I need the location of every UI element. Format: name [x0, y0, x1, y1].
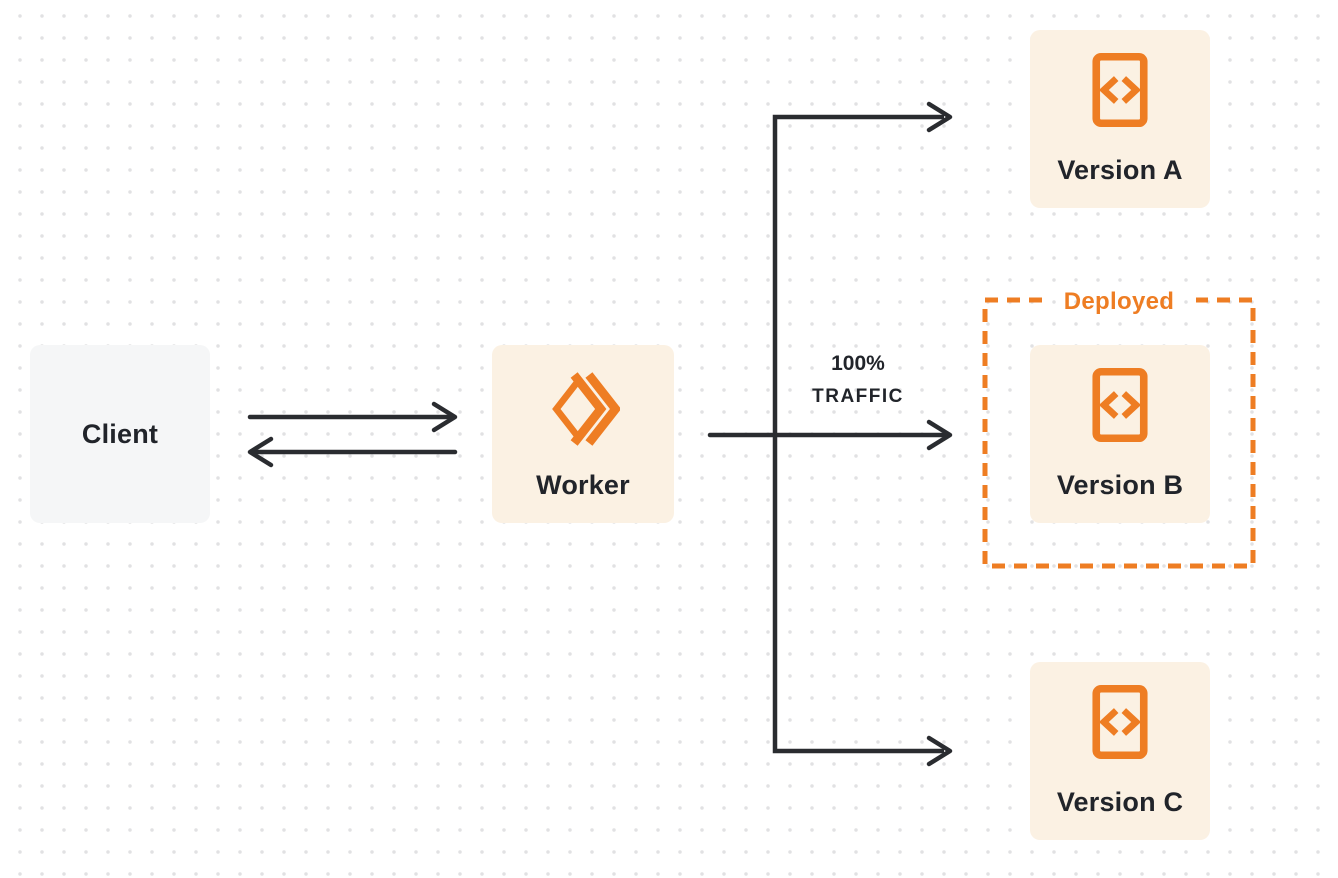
code-document-icon	[1092, 367, 1148, 443]
deployed-group-border	[982, 297, 1256, 569]
client-node-label: Client	[81, 418, 159, 449]
version-a-node: Version A	[1030, 30, 1210, 208]
arrow-worker-to-version-b-head	[926, 419, 953, 451]
traffic-word-text: TRAFFIC	[812, 386, 904, 407]
deployed-annotation: Deployed	[1063, 288, 1175, 315]
traffic-annotation: 100% TRAFFIC	[812, 348, 904, 413]
version-b-node-label: Version B	[1056, 470, 1184, 500]
cloudflare-workers-logo-icon	[552, 372, 620, 446]
version-b-node: Version B	[1030, 345, 1210, 523]
traffic-percent-text: 100%	[831, 352, 885, 375]
version-c-node: Version C	[1030, 662, 1210, 840]
worker-node: Worker	[492, 345, 674, 523]
client-node: Client	[30, 345, 210, 523]
branch-trunk	[772, 114, 944, 754]
code-document-icon	[1092, 684, 1148, 760]
arrow-to-version-c-head	[926, 735, 953, 767]
version-c-node-label: Version C	[1056, 787, 1184, 817]
arrow-worker-to-client-head	[247, 436, 274, 468]
code-document-icon	[1092, 52, 1148, 128]
arrow-client-to-worker-head	[431, 401, 458, 433]
version-a-node-label: Version A	[1057, 155, 1183, 185]
worker-node-label: Worker	[536, 470, 630, 500]
arrow-to-version-a-head	[926, 101, 953, 133]
